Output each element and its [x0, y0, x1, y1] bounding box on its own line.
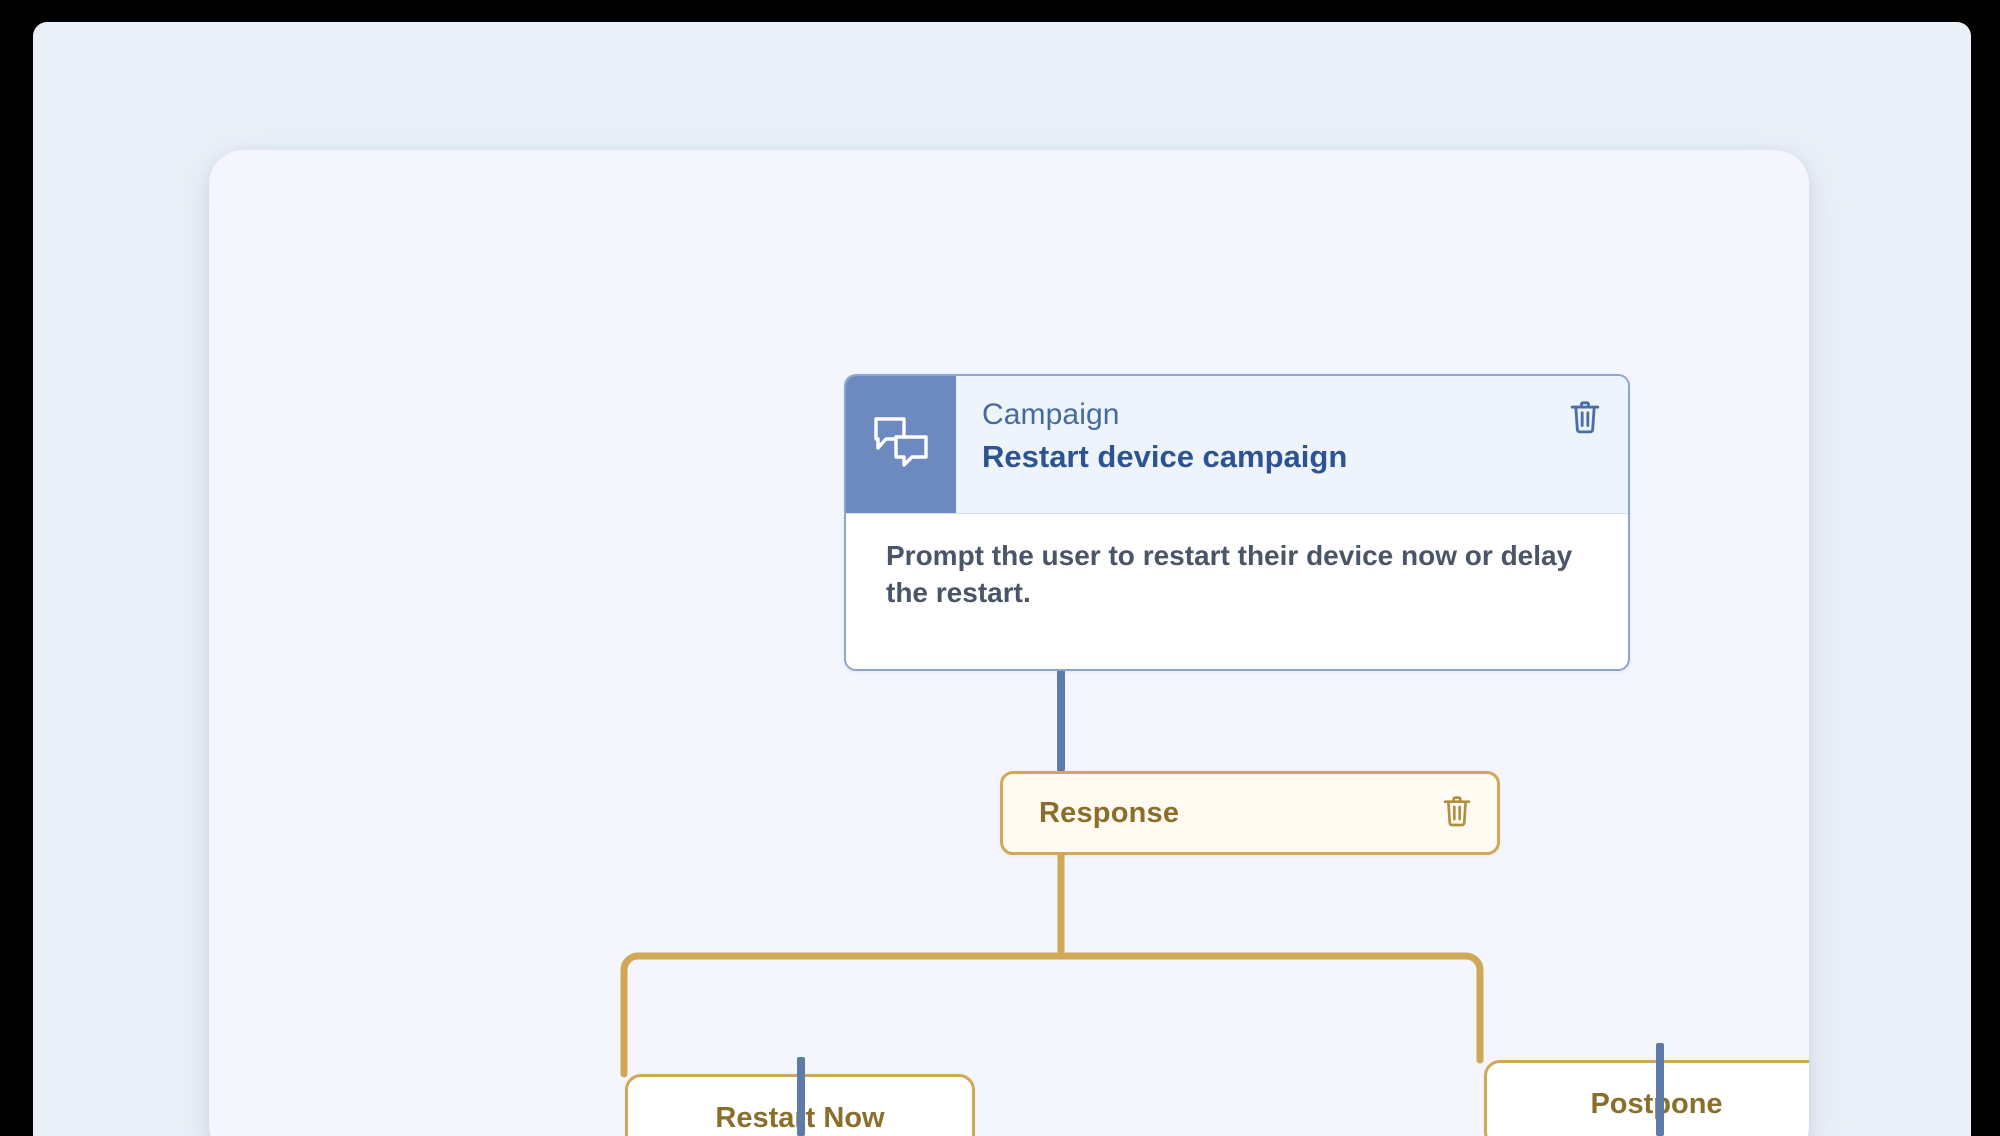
node-response[interactable]: Response: [1000, 771, 1500, 855]
campaign-header: Campaign Restart device campaign: [846, 376, 1628, 514]
response-label: Response: [1039, 796, 1180, 829]
edge-branch-right: [1057, 952, 1484, 1064]
edge-restart-now-descender: [797, 1057, 805, 1136]
node-campaign[interactable]: Campaign Restart device campaign: [844, 374, 1630, 671]
trash-icon: [1441, 793, 1473, 834]
speech-bubbles-icon: [872, 415, 930, 474]
campaign-title-group: Campaign Restart device campaign: [956, 376, 1542, 513]
campaign-description: Prompt the user to restart their device …: [886, 540, 1573, 608]
campaign-delete-button[interactable]: [1542, 376, 1628, 513]
trash-icon: [1568, 398, 1602, 441]
campaign-title: Restart device campaign: [982, 438, 1348, 474]
campaign-icon-pane: [846, 376, 956, 513]
campaign-kind-label: Campaign: [982, 398, 1120, 431]
edge-branch-left: [620, 952, 1065, 1078]
node-option-postpone[interactable]: Postpone: [1484, 1060, 1809, 1136]
edge-postpone-descender: [1656, 1043, 1664, 1136]
flow-canvas[interactable]: Campaign Restart device campaign: [209, 150, 1809, 1136]
response-delete-button[interactable]: [1441, 793, 1473, 834]
page-surface: Campaign Restart device campaign: [33, 22, 1971, 1136]
